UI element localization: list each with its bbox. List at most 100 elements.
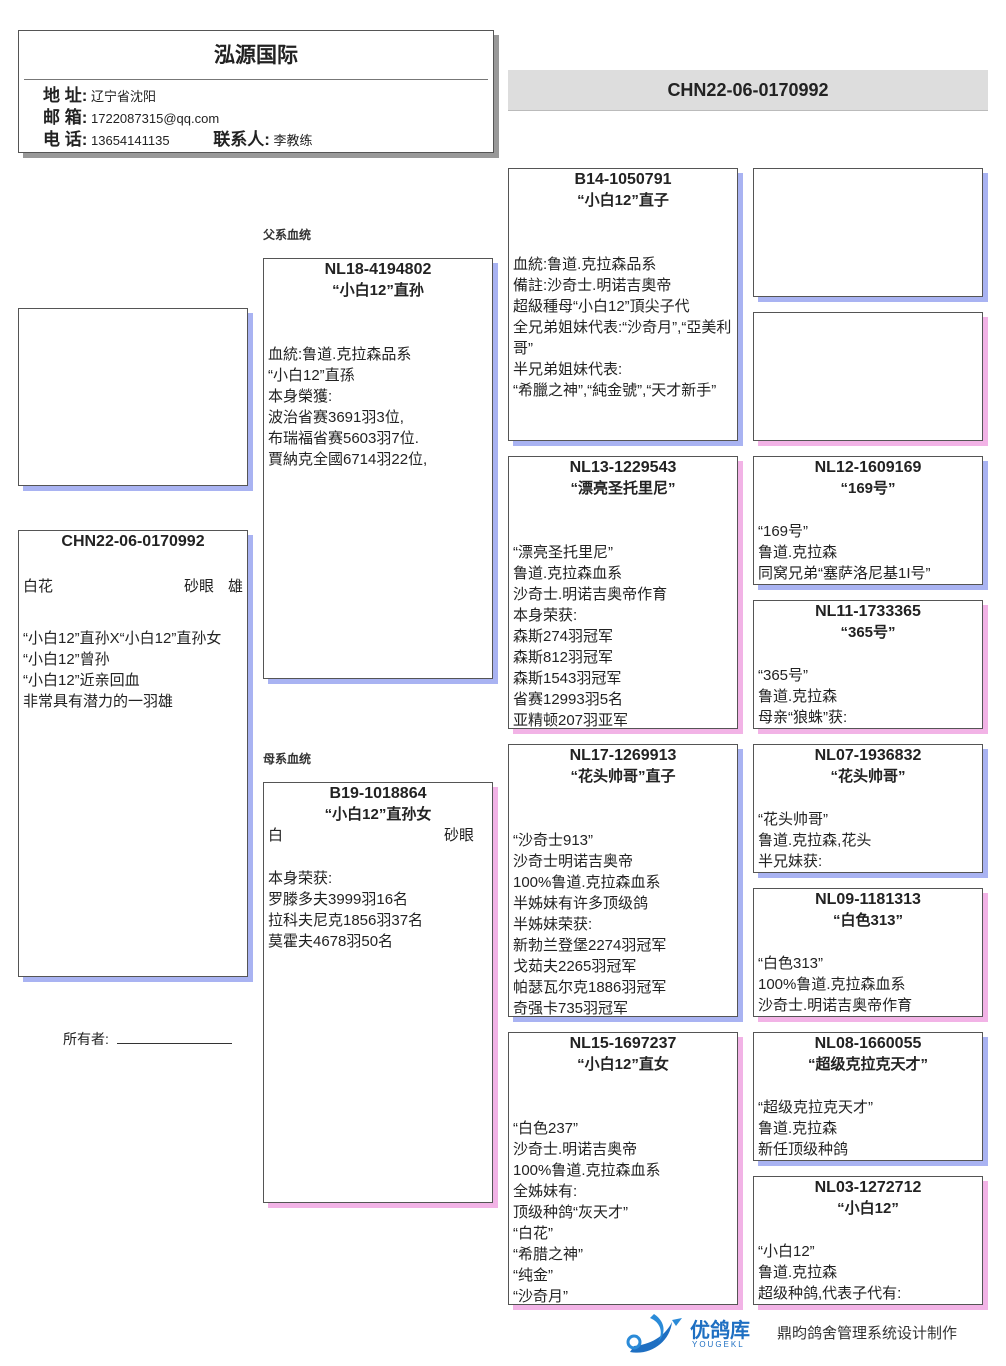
info-line: “小白12” [758, 1243, 815, 1260]
bird-name: “365号” [840, 624, 896, 641]
info-line: 血統:鲁道.克拉森品系 [268, 346, 412, 363]
bird-name: “169号” [840, 480, 896, 497]
info-line: “小白12”近亲回血 [23, 672, 140, 689]
info-line: 備註:沙奇士.明诺吉奧帝 [513, 277, 672, 294]
owner-field: 所有者: [63, 1029, 232, 1049]
sire-section-label: 父系血统 [263, 228, 312, 242]
info-line: 血統:鲁道.克拉森品系 [513, 256, 657, 273]
info-line: 半兄弟姐妹代表: [513, 361, 623, 378]
gen4-pedigree-box: NL08-1660055“超级克拉克天才”“超级克拉克天才”鲁道.克拉森新任顶级… [753, 1032, 983, 1161]
info-line: 鲁道.克拉森 [758, 544, 838, 561]
logo-text: 优鸽库 [690, 1320, 750, 1342]
bird-name: “花头帅哥”直子 [570, 768, 676, 785]
credit-text: 鼎昀鸽舍管理系统设计制作 [777, 1325, 958, 1342]
info-line: 戈茹夫2265羽冠军 [513, 958, 637, 975]
info-line: 沙奇士明诺吉奥帝 [513, 853, 634, 870]
gen3-pedigree-box: NL13-1229543“漂亮圣托里尼”“漂亮圣托里尼”鲁道.克拉森血系沙奇士.… [508, 456, 738, 729]
dam-name: “小白12”直孙女 [324, 806, 432, 823]
gen4-pedigree-box: NL09-1181313“白色313”“白色313”100%鲁道.克拉森血系沙奇… [753, 888, 983, 1017]
ring-id: NL17-1269913 [569, 747, 677, 764]
info-line: 沙奇士.明诺吉奥帝 [513, 1141, 638, 1158]
info-line: 全兄弟姐妹代表:“沙奇月”,“亞美利哥” [513, 319, 732, 357]
loft-header: 泓源国际 地 址: 辽宁省沈阳 邮 箱: 1722087315@qq.com 电… [18, 30, 494, 153]
phone-label: 电 话: [43, 130, 88, 149]
info-line: 省赛12993羽5名 [513, 691, 624, 708]
email: 1722087315@qq.com [91, 111, 220, 126]
info-line: “漂亮圣托里尼” [513, 544, 613, 561]
sire-id: NL18-4194802 [324, 261, 432, 278]
info-line: 波治省赛3691羽3位, [268, 409, 404, 426]
footer: 优鸽库 YOUGEKL 鼎昀鸽舍管理系统设计制作 [620, 1312, 1000, 1356]
info-line: “花头帅哥” [758, 811, 828, 828]
info-line: 亚精顿207羽亚军 [513, 712, 629, 729]
info-line: 本身荣获: [513, 607, 578, 624]
info-line: 100%鲁道.克拉森血系 [513, 1162, 661, 1179]
logo-subtext: YOUGEKL [692, 1340, 745, 1349]
contact: 李教练 [273, 133, 313, 148]
info-line: “纯金” [513, 1267, 553, 1284]
subject-sex: 雄 [227, 578, 243, 595]
gen4-pedigree-box: NL07-1936832 “花头帅哥” “花头帅哥” 鲁道.克拉森,花头半兄妹获: [753, 744, 983, 873]
gen4-pedigree-box [753, 168, 983, 297]
bird-name: “小白12”直子 [577, 192, 669, 209]
info-line: 拉科夫尼克1856羽37名 [268, 912, 424, 929]
info-line: 布瑞福省赛5603羽7位. [268, 430, 419, 447]
info-line: “小白12”直孙X“小白12”直孙女 [23, 630, 222, 647]
info-line: 非常具有潜力的一羽雄 [23, 693, 174, 710]
info-line: 母亲“狼蛛”获: [758, 709, 848, 726]
loft-title: 泓源国际 [214, 44, 298, 67]
sire-box: NL18-4194802 “小白12”直孙 血統:鲁道.克拉森品系 “小白12”直… [263, 258, 493, 679]
info-line: “白色313” [758, 955, 824, 972]
info-line: 鲁道.克拉森,花头 [758, 832, 872, 849]
contact-label: 联系人: [213, 130, 270, 149]
bird-name: “超级克拉克天才” [807, 1056, 928, 1073]
info-line: 本身荣获: [268, 870, 333, 887]
info-line: “白花” [513, 1225, 553, 1242]
info-line: 鲁道.克拉森 [758, 1264, 838, 1281]
info-line: “169号” [758, 523, 809, 540]
bird-name: “漂亮圣托里尼” [570, 480, 676, 497]
info-line: 全姊妹有: [513, 1183, 578, 1200]
ring-id: NL03-1272712 [814, 1179, 922, 1196]
info-line: “小白12”直孫 [268, 367, 355, 384]
ring-id: NL11-1733365 [815, 603, 921, 620]
info-line: “希腊之神” [513, 1246, 583, 1263]
info-line: 半姊妹有许多顶级鸽 [513, 895, 649, 912]
bird-name: “小白12” [837, 1200, 899, 1217]
info-line: 超級種母“小白12”頂尖子代 [513, 298, 690, 315]
info-line: 超级种鸽,代表子代有: [758, 1285, 902, 1302]
info-line: 鲁道.克拉森血系 [513, 565, 623, 582]
dam-box: B19-1018864 “小白12”直孙女 白 砂眼 本身荣获:罗滕多夫3999… [263, 782, 493, 1203]
gen4-pedigree-box [753, 312, 983, 441]
address-label: 地 址: [43, 86, 88, 105]
info-line: 沙奇士.明诺吉奥帝作育 [513, 586, 668, 603]
yougeku-logo-icon [626, 1314, 682, 1353]
sire-name: “小白12”直孙 [332, 282, 424, 299]
ring-id: B14-1050791 [574, 171, 672, 188]
ring-banner: CHN22-06-0170992 [508, 70, 988, 111]
bird-name: “花头帅哥” [830, 768, 906, 785]
dam-eye: 砂眼 [443, 827, 474, 844]
gen4-pedigree-box: NL12-1609169“169号”“169号”鲁道.克拉森同窝兄弟“塞萨洛尼基… [753, 456, 983, 585]
subject-color: 白花 [23, 578, 54, 595]
ring-id: NL08-1660055 [814, 1035, 922, 1052]
info-line: 新任顶级种鸽 [758, 1141, 849, 1158]
info-line: 森斯274羽冠军 [513, 628, 614, 645]
info-line: 新勃兰登堡2274羽冠军 [513, 937, 667, 954]
address: 辽宁省沈阳 [91, 89, 157, 104]
info-line: 鲁道.克拉森 [758, 688, 838, 705]
info-line: 半兄妹获: [758, 853, 823, 870]
info-line: “白色237” [513, 1120, 579, 1137]
photo-box [18, 308, 248, 486]
ring-id: NL07-1936832 [814, 747, 922, 764]
bird-name: “小白12”直女 [577, 1056, 669, 1073]
dam-color: 白 [268, 827, 284, 844]
info-line: “沙奇士913” [513, 832, 594, 849]
info-line: 100%鲁道.克拉森血系 [758, 976, 906, 993]
info-line: 帕瑟瓦尔克1886羽冠军 [513, 979, 667, 996]
info-line: “365号” [758, 667, 809, 684]
info-line: 賈納克全國6714羽22位, [268, 451, 428, 468]
ring-id: NL09-1181313 [815, 891, 921, 908]
gen3-pedigree-box: B14-1050791 “小白12”直子血統:鲁道.克拉森品系備註:沙奇士.明诺吉… [508, 168, 738, 441]
